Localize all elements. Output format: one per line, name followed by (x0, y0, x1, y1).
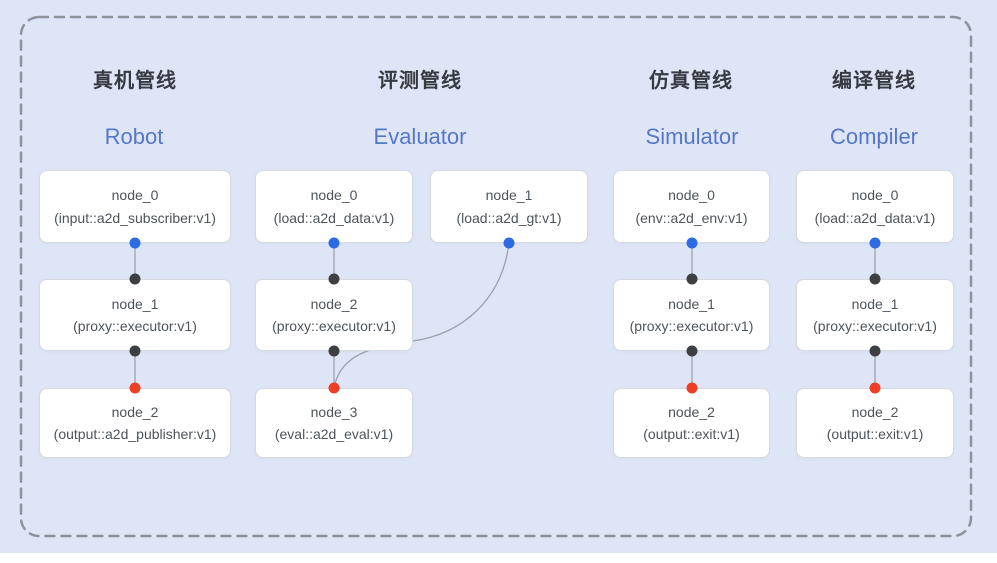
pipeline-title-en-evaluator: Evaluator (373, 124, 467, 149)
pipeline-title-en-compiler: Compiler (829, 124, 919, 149)
node-type: (eval::a2d_eval:v1) (274, 426, 394, 442)
node-name: node_0 (310, 187, 358, 204)
source-port-dot (686, 237, 698, 249)
intermediate-port-dot (869, 345, 881, 357)
intermediate-port-dot (328, 345, 340, 357)
node-robot-2: node_2 (output::a2d_publisher:v1) (39, 388, 231, 458)
intermediate-port-dot (686, 345, 698, 357)
intermediate-port-dot (328, 273, 340, 285)
sink-port-dot (869, 382, 881, 394)
node-type: (env::a2d_env:v1) (635, 209, 748, 226)
node-type: (load::a2d_data:v1) (814, 209, 936, 226)
pipeline-title-en-simulator: Simulator (645, 124, 739, 149)
node-evaluator-2: node_2 (proxy::executor:v1) (255, 279, 413, 351)
node-simulator-2: node_2 (output::exit:v1) (613, 388, 770, 458)
node-type: (proxy::executor:v1) (272, 318, 396, 334)
node-compiler-2: node_2 (output::exit:v1) (796, 388, 954, 458)
node-compiler-0: node_0 (load::a2d_data:v1) (796, 170, 954, 243)
source-port-dot (869, 237, 881, 249)
node-name: node_2 (668, 403, 715, 420)
pipeline-title-en-robot: Robot (104, 124, 164, 149)
pipeline-title-zh-compiler: 编译管线 (832, 70, 916, 92)
node-type: (load::a2d_gt:v1) (456, 209, 562, 226)
node-type: (load::a2d_data:v1) (273, 209, 395, 226)
source-port-dot (129, 237, 141, 249)
node-name: node_2 (310, 295, 358, 312)
node-name: node_2 (851, 403, 899, 420)
edge-evaluator-1-3-curve (333, 242, 510, 389)
node-type: (output::a2d_publisher:v1) (53, 426, 217, 442)
node-name: node_2 (111, 403, 159, 420)
intermediate-port-dot (129, 273, 141, 285)
dashed-container-border (19, 15, 973, 538)
node-robot-0: node_0 (input::a2d_subscriber:v1) (39, 170, 231, 243)
node-name: node_1 (111, 295, 159, 312)
node-name: node_0 (668, 187, 715, 204)
node-name: node_3 (310, 403, 358, 420)
sink-port-dot (129, 382, 141, 394)
node-type: (output::exit:v1) (643, 426, 740, 442)
intermediate-port-dot (129, 345, 141, 357)
intermediate-port-dot (686, 273, 698, 285)
intermediate-port-dot (869, 273, 881, 285)
node-compiler-1: node_1 (proxy::executor:v1) (796, 279, 954, 351)
node-type: (proxy::executor:v1) (73, 318, 197, 334)
node-type: (input::a2d_subscriber:v1) (54, 209, 216, 226)
node-evaluator-1: node_1 (load::a2d_gt:v1) (430, 170, 588, 243)
pipeline-title-zh-simulator: 仿真管线 (649, 70, 733, 92)
node-simulator-1: node_1 (proxy::executor:v1) (613, 279, 770, 351)
node-name: node_0 (851, 187, 899, 204)
source-port-dot (503, 237, 515, 249)
pipeline-title-zh-robot: 真机管线 (93, 70, 177, 92)
source-port-dot (328, 237, 340, 249)
sink-port-dot (686, 382, 698, 394)
node-name: node_1 (668, 295, 715, 312)
pipeline-title-zh-evaluator: 评测管线 (378, 70, 462, 92)
node-name: node_1 (851, 295, 899, 312)
node-type: (output::exit:v1) (826, 426, 924, 442)
node-type: (proxy::executor:v1) (813, 318, 937, 334)
node-evaluator-0: node_0 (load::a2d_data:v1) (255, 170, 413, 243)
node-simulator-0: node_0 (env::a2d_env:v1) (613, 170, 770, 243)
node-type: (proxy::executor:v1) (629, 318, 754, 334)
node-name: node_0 (111, 187, 159, 204)
node-evaluator-3: node_3 (eval::a2d_eval:v1) (255, 388, 413, 458)
node-name: node_1 (485, 187, 533, 204)
node-robot-1: node_1 (proxy::executor:v1) (39, 279, 231, 351)
sink-port-dot (328, 382, 340, 394)
